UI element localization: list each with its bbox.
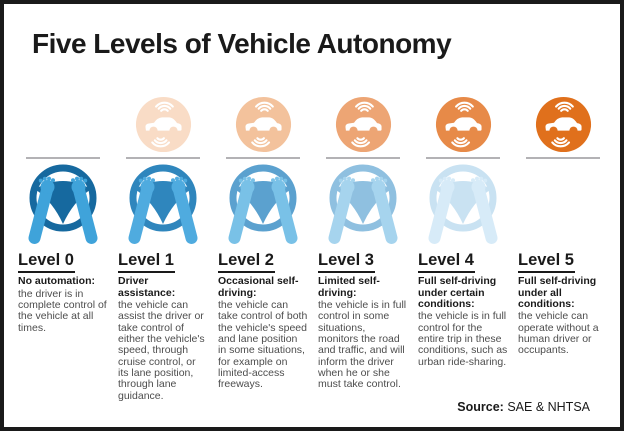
car-badge	[435, 96, 492, 153]
level-lead: Occasional self-driving:	[218, 275, 299, 299]
column-divider	[126, 157, 200, 159]
level-heading: Level 2	[218, 251, 275, 274]
page-title: Five Levels of Vehicle Autonomy	[32, 28, 452, 59]
level-column-0: Level 0 No automation: the driver is in …	[18, 96, 108, 402]
level-column-2: Level 2 Occasional self-driving: the veh…	[218, 96, 308, 402]
level-description: the vehicle can take control of both the…	[218, 298, 308, 391]
steering-wheel-with-hands-icon	[128, 164, 198, 244]
level-column-3: Level 3 Limited self-driving: the vehicl…	[318, 96, 408, 402]
level-column-1: Level 1 Driver assistance: the vehicle c…	[118, 96, 208, 402]
left-hand-icon	[28, 176, 55, 244]
wifi-signal-icon	[550, 101, 574, 148]
steering-wheel-with-hands-icon	[428, 164, 498, 244]
level-column-5: Level 5 Full self-driving under all cond…	[518, 96, 608, 402]
level-lead: Limited self-driving:	[318, 275, 380, 299]
level-lead: Full self-driving under all conditions:	[518, 275, 597, 310]
car-badge	[335, 96, 392, 153]
steering-wheel-with-hands-icon	[328, 164, 398, 244]
level-heading: Level 5	[518, 251, 575, 274]
left-hand-icon	[328, 176, 355, 244]
level-description: the vehicle is in full control in some s…	[318, 298, 407, 391]
column-divider	[326, 157, 400, 159]
car-badge	[135, 96, 192, 153]
source-label: Source:	[457, 400, 504, 414]
car-with-wifi-signals-icon	[435, 96, 491, 153]
level-heading: Level 4	[418, 251, 475, 274]
left-hand-icon	[428, 176, 455, 244]
column-divider	[426, 157, 500, 159]
steering-wheel-with-hands-icon	[228, 164, 298, 244]
right-hand-icon	[171, 176, 198, 244]
car-badge	[535, 96, 592, 153]
wifi-signal-icon	[150, 101, 174, 148]
wifi-signal-icon	[450, 101, 474, 148]
steering-wheel-with-hands-icon	[28, 164, 98, 244]
level-heading: Level 1	[118, 251, 175, 274]
steering-wheel-icon	[123, 162, 203, 246]
source-value: SAE & NHTSA	[507, 400, 590, 414]
left-hand-icon	[128, 176, 155, 244]
level-lead: No automation:	[18, 275, 95, 288]
source-credit: Source: SAE & NHTSA	[457, 400, 590, 414]
level-description: the vehicle can operate without a human …	[518, 310, 599, 357]
car-with-wifi-signals-icon	[535, 96, 591, 153]
car-badge	[235, 96, 292, 153]
column-divider	[226, 157, 300, 159]
level-lead: Full self-driving under certain conditio…	[418, 275, 497, 310]
level-lead: Driver assistance:	[118, 275, 176, 299]
steering-wheel-icon	[223, 162, 303, 246]
wifi-signal-icon	[250, 101, 274, 148]
level-column-4: Level 4 Full self-driving under certain …	[418, 96, 508, 402]
column-divider	[26, 157, 100, 159]
steering-wheel-icon	[323, 162, 403, 246]
level-heading: Level 0	[18, 251, 75, 274]
left-hand-icon	[228, 176, 255, 244]
levels-grid: Level 0 No automation: the driver is in …	[4, 96, 620, 402]
right-hand-icon	[71, 176, 98, 244]
right-hand-icon	[271, 176, 298, 244]
right-hand-icon	[471, 176, 498, 244]
car-with-wifi-signals-icon	[135, 96, 191, 153]
right-hand-icon	[371, 176, 398, 244]
column-divider	[526, 157, 600, 159]
car-with-wifi-signals-icon	[335, 96, 391, 153]
level-heading: Level 3	[318, 251, 375, 274]
steering-wheel-icon	[423, 162, 503, 246]
level-description: the vehicle is in full control for the e…	[418, 310, 508, 368]
steering-wheel-icon	[23, 162, 103, 246]
level-description: the driver is in complete control of the…	[18, 287, 107, 334]
wifi-signal-icon	[350, 101, 374, 148]
car-with-wifi-signals-icon	[235, 96, 291, 153]
level-description: the vehicle can assist the driver or tak…	[118, 298, 205, 402]
